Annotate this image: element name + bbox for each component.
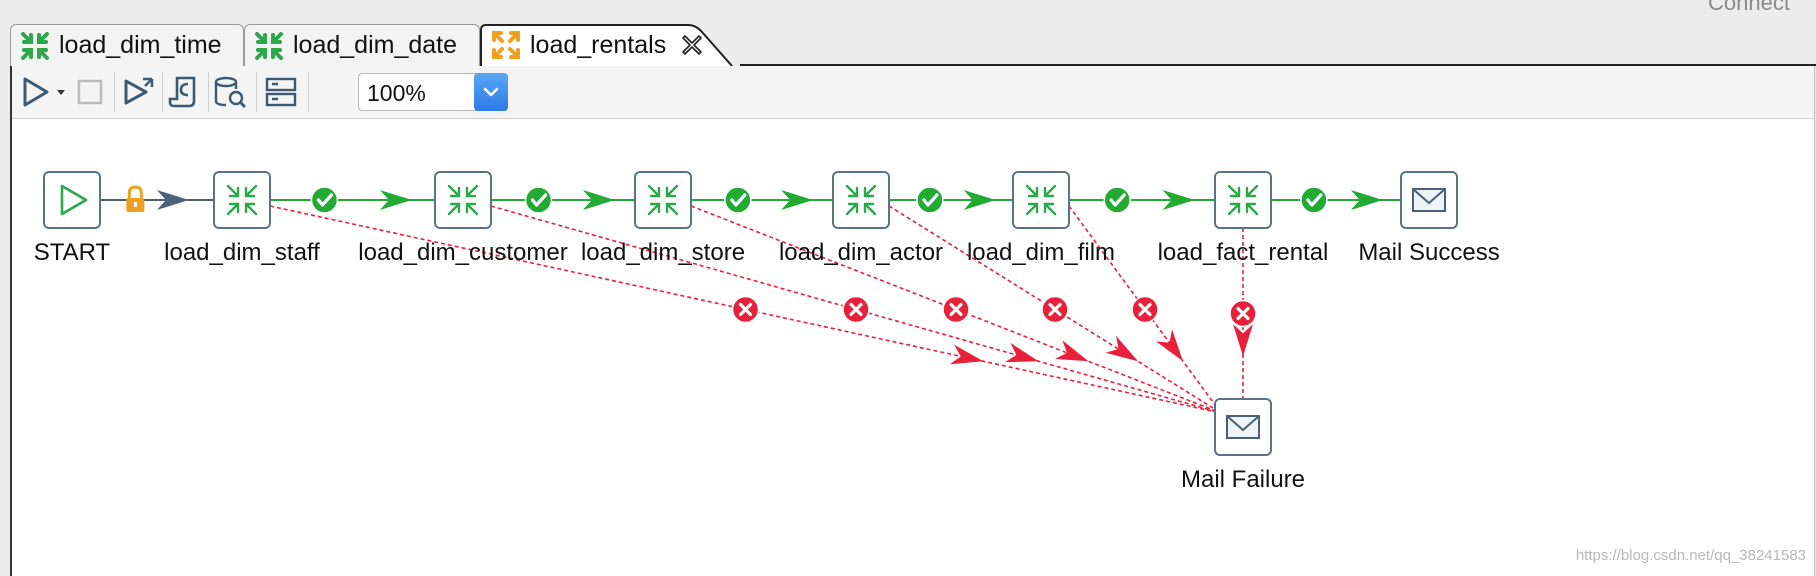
job-entry-store[interactable] [634,171,692,229]
hop-arrow [1350,190,1383,210]
job-entry-fact[interactable] [1214,171,1272,229]
node-label: Mail Success [1358,239,1499,266]
hop-arrow [379,190,412,210]
run-options-icon[interactable] [54,74,68,110]
hop-success-icon[interactable] [524,186,553,214]
watermark: https://blog.csdn.net/qq_38241583 [1575,547,1806,564]
explore-db-icon[interactable] [258,74,304,110]
tab-baseline [740,64,1816,66]
node-label: Mail Failure [1181,466,1305,493]
node-label: load_dim_actor [779,239,943,266]
hop-success-icon[interactable] [1103,186,1131,214]
run-icon[interactable] [18,74,54,110]
hop-arrow [156,190,189,210]
toolbar-separator [162,72,163,112]
hop-arrow [1004,342,1039,363]
replay-icon[interactable] [164,74,204,110]
toolbar-separator [114,72,115,112]
tab-label: load_dim_date [293,31,458,59]
hop-failure-icon[interactable] [731,295,760,324]
tab-label: load_rentals [530,30,667,59]
hop-failure-icon[interactable] [842,295,870,324]
job-toolbar: 100% [12,66,1814,119]
transformation-icon [447,184,479,216]
hop-failure-icon[interactable] [942,295,970,324]
transformation-icon [226,184,258,216]
hop-line[interactable] [690,205,1222,414]
job-entry-success[interactable] [1400,171,1458,229]
active-tab-shape [480,24,733,66]
tab-load-dim-date[interactable]: load_dim_date [244,24,480,66]
transformation-icon [647,184,679,216]
mail-icon [1412,188,1446,212]
chevron-down-icon[interactable] [474,73,508,111]
job-entry-customer[interactable] [434,171,492,229]
zoom-select[interactable]: 100% [358,73,508,111]
mail-icon [1226,415,1260,439]
sql-icon[interactable] [210,74,250,110]
stop-icon[interactable] [72,74,108,110]
job-icon [490,29,522,61]
preview-icon[interactable] [118,74,158,110]
hop-arrow [949,344,984,365]
toolbar-separator [256,72,257,112]
job-entry-start[interactable] [43,171,101,229]
lock-icon [126,185,145,212]
hop-line[interactable] [888,205,1222,414]
hop-failure-icon[interactable] [1229,299,1257,328]
transformation-icon [19,30,51,62]
toolbar-separator [308,72,309,112]
job-entry-actor[interactable] [832,171,890,229]
job-entry-failure[interactable] [1214,398,1272,456]
close-tab-icon[interactable] [680,33,704,57]
hop-success-icon[interactable] [916,186,944,214]
node-label: load_dim_film [967,239,1115,266]
hop-arrow [1233,324,1253,357]
hop-arrow [1155,329,1183,362]
job-entry-staff[interactable] [213,171,271,229]
connect-label[interactable]: Connect [1708,0,1790,15]
node-label: load_dim_customer [358,239,567,266]
transformation-icon [1227,184,1259,216]
node-label: START [34,239,111,266]
editor-tabstrip: load_dim_time load_dim_date load_rentals [0,24,1816,66]
window-top-bar: Connect [0,0,1816,24]
toolbar-separator [208,72,209,112]
hop-success-icon[interactable] [724,186,752,214]
hop-arrow [582,190,615,210]
transformation-icon [845,184,877,216]
hop-success-icon[interactable] [1300,186,1328,214]
tab-label: load_dim_time [59,31,222,59]
hop-failure-icon[interactable] [1041,295,1069,324]
tab-load-dim-time[interactable]: load_dim_time [10,24,244,66]
node-label: load_dim_staff [164,239,320,266]
transformation-icon [1025,184,1057,216]
hop-arrow [781,190,814,210]
tab-load-rentals[interactable]: load_rentals [482,24,722,66]
start-icon [60,184,88,216]
hop-arrow [1162,190,1195,210]
hop-arrow [963,190,996,210]
transformation-icon [253,30,285,62]
job-entry-film[interactable] [1012,171,1070,229]
hop-success-icon[interactable] [310,186,339,214]
zoom-value: 100% [367,80,426,106]
job-canvas[interactable]: START load_dim_staff load_dim_customer load… [12,119,1814,574]
hop-arrow [1105,335,1138,362]
node-label: load_dim_store [581,239,745,266]
hop-failure-icon[interactable] [1131,295,1159,324]
node-label: load_fact_rental [1158,239,1329,266]
job-editor: 100% START load_dim_staff load_dim_custome… [10,66,1815,576]
hop-arrow [1055,340,1089,362]
